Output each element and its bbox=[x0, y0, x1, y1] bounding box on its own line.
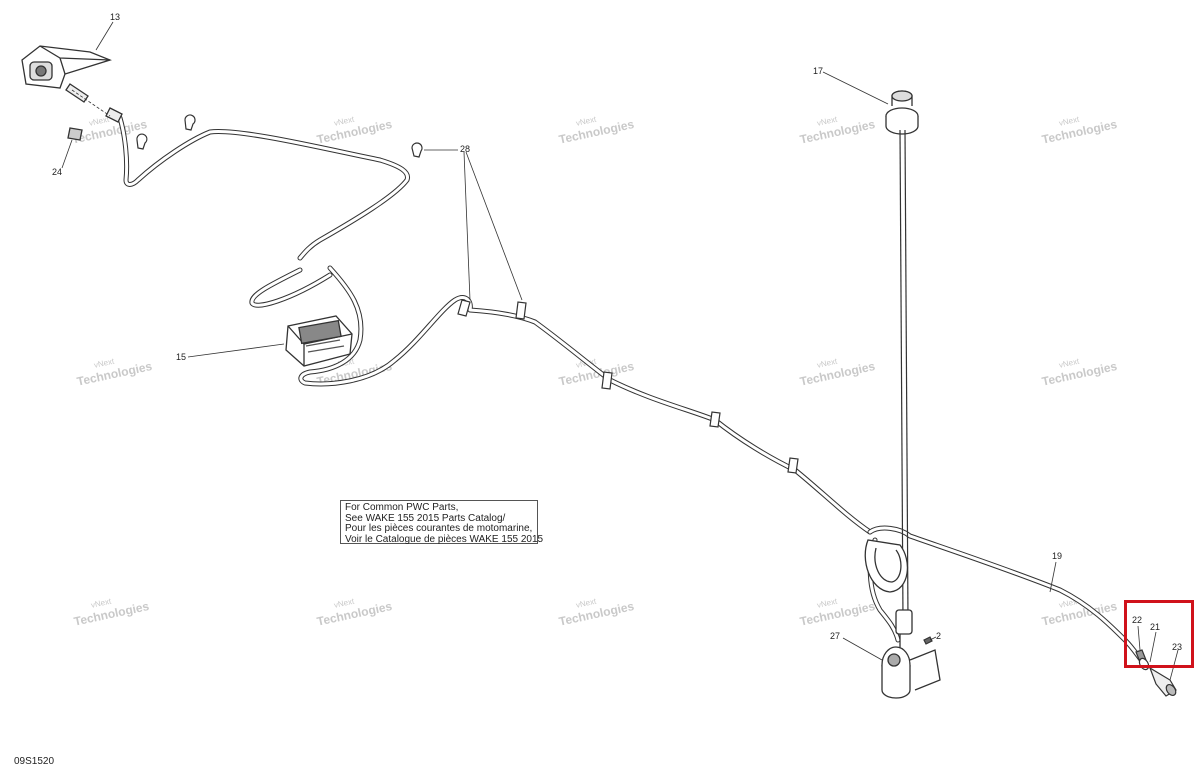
watermark-text: Technologies bbox=[558, 117, 636, 147]
callout-19: 19 bbox=[1052, 551, 1062, 561]
watermark-text: Technologies bbox=[73, 599, 151, 629]
callout-13: 13 bbox=[110, 12, 120, 22]
watermark-text: vNext bbox=[333, 597, 356, 610]
callout-27: 27 bbox=[830, 631, 840, 641]
callout-28: 28 bbox=[460, 144, 470, 154]
figure-code: 09S1520 bbox=[14, 756, 55, 767]
watermark-text: Technologies bbox=[799, 117, 877, 147]
watermark-text: vNext bbox=[93, 357, 116, 370]
watermark-text: Technologies bbox=[1041, 117, 1119, 147]
wiring-harness bbox=[117, 115, 1148, 667]
watermark-text: vNext bbox=[575, 597, 598, 610]
hose-bracket bbox=[864, 539, 909, 593]
watermark-text: Technologies bbox=[316, 599, 394, 629]
watermark-text: vNext bbox=[816, 115, 839, 128]
watermark-text: vNext bbox=[88, 115, 111, 128]
watermark-text: Technologies bbox=[799, 599, 877, 629]
watermark-text: vNext bbox=[575, 115, 598, 128]
callout-labels: 13 24 15 28 17 19 27 2 22 21 23 bbox=[52, 12, 1182, 652]
callout-21: 21 bbox=[1150, 622, 1160, 632]
electronic-module bbox=[285, 315, 353, 367]
watermark-text: Technologies bbox=[558, 599, 636, 629]
watermark-text: Technologies bbox=[316, 117, 394, 147]
watermark-text: vNext bbox=[90, 597, 113, 610]
callout-22: 22 bbox=[1132, 615, 1142, 625]
callout-24: 24 bbox=[52, 167, 62, 177]
vertical-hose bbox=[899, 129, 909, 621]
callout-17: 17 bbox=[813, 66, 823, 76]
note-line: Pour les pièces courantes de motomarine, bbox=[345, 523, 533, 534]
watermark-text: vNext bbox=[1058, 115, 1081, 128]
watermark-text: Technologies bbox=[76, 359, 154, 389]
end-connector bbox=[1135, 649, 1177, 697]
harness-clips bbox=[136, 114, 799, 474]
callout-15: 15 bbox=[176, 352, 186, 362]
watermark-text: vNext bbox=[816, 597, 839, 610]
note-line: Voir le Catalogue de pièces WAKE 155 201… bbox=[345, 533, 544, 545]
screw bbox=[923, 636, 933, 645]
watermark-text: Technologies bbox=[799, 359, 877, 389]
pump bbox=[881, 609, 941, 699]
watermark-text: vNext bbox=[1058, 357, 1081, 370]
note-line: For Common PWC Parts, bbox=[345, 502, 459, 513]
highlight-box bbox=[1124, 600, 1194, 668]
top-fitting bbox=[885, 90, 919, 135]
watermark-text: Technologies bbox=[1041, 359, 1119, 389]
note-line: See WAKE 155 2015 Parts Catalog/ bbox=[345, 512, 506, 524]
watermark-text: vNext bbox=[816, 357, 839, 370]
common-parts-note: For Common PWC Parts, See WAKE 155 2015 … bbox=[340, 500, 544, 545]
watermark-text: vNext bbox=[333, 115, 356, 128]
callout-23: 23 bbox=[1172, 642, 1182, 652]
gauge-assembly bbox=[21, 45, 123, 141]
callout-2: 2 bbox=[936, 631, 941, 641]
